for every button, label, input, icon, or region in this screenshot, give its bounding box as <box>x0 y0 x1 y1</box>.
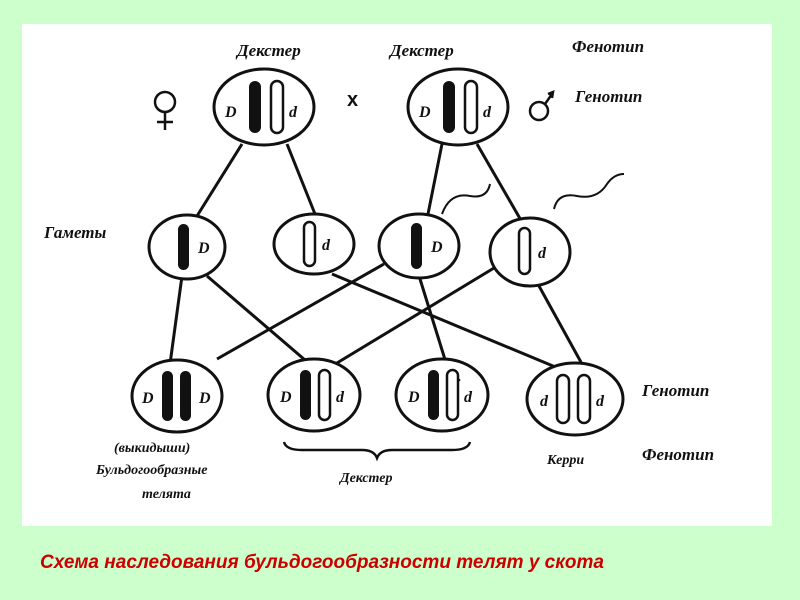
line-g2-o4 <box>331 272 578 378</box>
allele-label: d <box>336 389 345 406</box>
allele-label: d <box>540 393 549 410</box>
connection-lines <box>168 143 584 378</box>
genotype-bottom-label: Генотип <box>641 381 709 400</box>
allele-label: D <box>224 104 237 121</box>
line-p1-g1 <box>190 143 244 225</box>
line-g4-o4 <box>537 285 584 365</box>
parent-cell-left: D d <box>212 67 316 147</box>
scheme-svg: D d D d Декстер Декстер Фенотип Генотип … <box>43 37 714 502</box>
offspring-dd-line1: (выкидыши) <box>114 441 190 456</box>
offspring-dd-line2: Бульдогообразные <box>95 463 207 478</box>
allele-label: D <box>430 239 443 256</box>
line-p2-g3 <box>425 143 444 220</box>
offspring-cell-Dd: D d <box>394 357 490 433</box>
male-icon <box>528 90 555 122</box>
line-g1-o1 <box>168 275 184 365</box>
line-g4-o2 <box>331 266 495 368</box>
line-g1-o2 <box>206 274 313 368</box>
gamete-cell-d: d <box>272 212 356 276</box>
inheritance-scheme: D d D d Декстер Декстер Фенотип Генотип … <box>22 24 772 526</box>
brace-mark <box>282 441 472 462</box>
gametes-label: Гаметы <box>43 223 107 242</box>
allele-label: d <box>289 104 298 121</box>
female-icon <box>153 90 177 130</box>
squiggle-mark <box>441 183 491 215</box>
line-p1-g2 <box>285 143 319 220</box>
allele-label: d <box>596 393 605 410</box>
gamete-cell-d: d <box>488 216 572 288</box>
allele-label: d <box>483 104 492 121</box>
allele-label: D <box>198 390 211 407</box>
slide-caption: Схема наследования бульдогообразности те… <box>40 552 604 573</box>
line-p2-g4 <box>475 143 524 223</box>
offspring-dd-line3: телята <box>142 487 191 502</box>
squiggle-mark <box>553 173 625 210</box>
allele-label: D <box>279 389 292 406</box>
allele-label: d <box>322 237 331 254</box>
parent-left-label: Декстер <box>235 41 301 60</box>
allele-label: D <box>197 240 210 257</box>
parent-right-label: Декстер <box>388 41 454 60</box>
allele-label: D <box>141 390 154 407</box>
allele-label: D <box>407 389 420 406</box>
offspring-cell-dd: d d <box>525 361 625 437</box>
allele-label: d <box>464 389 473 406</box>
allele-label: D <box>418 104 431 121</box>
offspring-cell-Dd: D d <box>266 357 362 433</box>
offspring-cell-DD: D D <box>130 358 224 434</box>
allele-label: d <box>538 245 547 262</box>
genotype-top-label: Генотип <box>574 87 642 106</box>
cross-sign: x <box>347 89 358 111</box>
line-g3-o1 <box>216 262 385 361</box>
line-g3-o3 <box>418 278 449 367</box>
offspring-het-label: Декстер <box>338 471 392 486</box>
phenotype-bottom-label: Фенотип <box>642 445 714 464</box>
gamete-cell-D: D <box>377 212 461 280</box>
phenotype-top-label: Фенотип <box>572 37 644 56</box>
parent-cell-right: D d <box>406 67 510 147</box>
gamete-cell-D: D <box>147 213 227 281</box>
offspring-rec-label: Керри <box>546 453 584 468</box>
